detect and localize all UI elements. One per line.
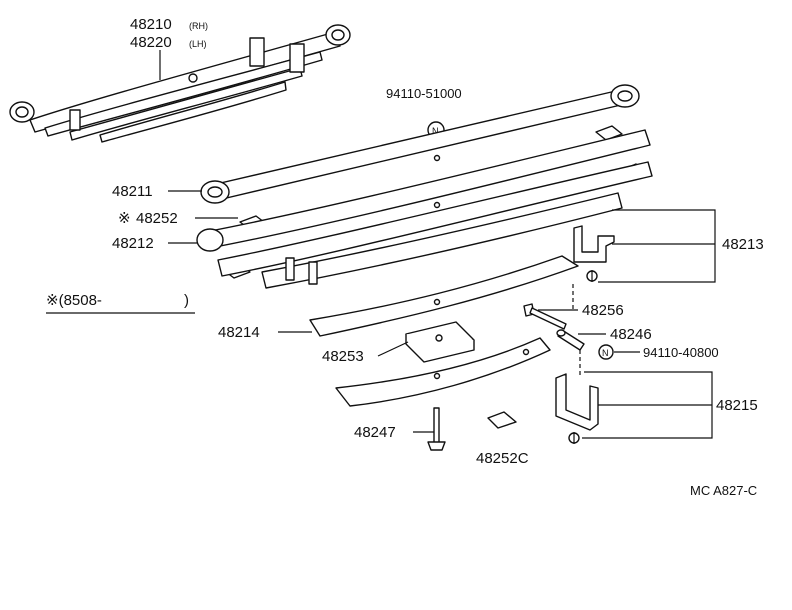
clamp-48215	[555, 373, 599, 444]
label-48247: 48247	[354, 424, 396, 441]
bracket-48213	[598, 209, 716, 283]
label-48210: 48210	[130, 16, 172, 33]
serial-note-close: )	[184, 292, 189, 309]
pad-48252-right	[595, 125, 623, 141]
label-48215: 48215	[716, 397, 758, 414]
leaf-spring-assembly	[9, 24, 351, 143]
bolt-48247	[427, 407, 446, 451]
pad-48252C	[487, 411, 517, 429]
label-48246: 48246	[610, 326, 652, 343]
nut-n-symbol-2-icon	[598, 344, 614, 360]
label-48212: 48212	[112, 235, 154, 252]
n-symbol-1: N	[432, 126, 439, 136]
leaf-3	[217, 161, 653, 277]
label-48252-mark: ※	[118, 210, 131, 227]
leaf-48212	[196, 129, 651, 252]
clip-left	[285, 257, 295, 281]
leaf-48211	[200, 84, 640, 204]
label-48256: 48256	[582, 302, 624, 319]
plate-48253-hole	[435, 334, 443, 342]
leaf-lower-hole-2	[522, 348, 530, 356]
pin-48246	[556, 329, 585, 351]
bolt-48256	[523, 303, 567, 330]
leader-48253	[377, 341, 409, 357]
leaf-4	[261, 192, 623, 289]
leaf-48214-hole	[433, 298, 441, 306]
label-48252: 48252	[136, 210, 178, 227]
plate-48253-side	[405, 334, 475, 363]
label-48210-side: (RH)	[189, 21, 208, 31]
leaf-lower	[335, 337, 551, 407]
drawing-code: MC A827-C	[690, 483, 757, 498]
label-48220: 48220	[130, 34, 172, 51]
label-94110-40800: 94110-40800	[643, 345, 719, 360]
label-48213: 48213	[722, 236, 764, 253]
label-48220-side: (LH)	[189, 39, 207, 49]
serial-note: ※(8508-	[46, 292, 102, 309]
n-symbol-2: N	[602, 348, 609, 358]
label-48214: 48214	[218, 324, 260, 341]
label-94110-51000: 94110-51000	[386, 86, 462, 101]
label-48211: 48211	[112, 183, 153, 200]
leaf-lower-hole	[433, 372, 441, 380]
clamp-48213	[573, 225, 615, 282]
clip-right	[308, 261, 318, 285]
label-48252C: 48252C	[476, 450, 529, 467]
label-48253: 48253	[322, 348, 364, 365]
leaf-48214	[309, 255, 579, 337]
